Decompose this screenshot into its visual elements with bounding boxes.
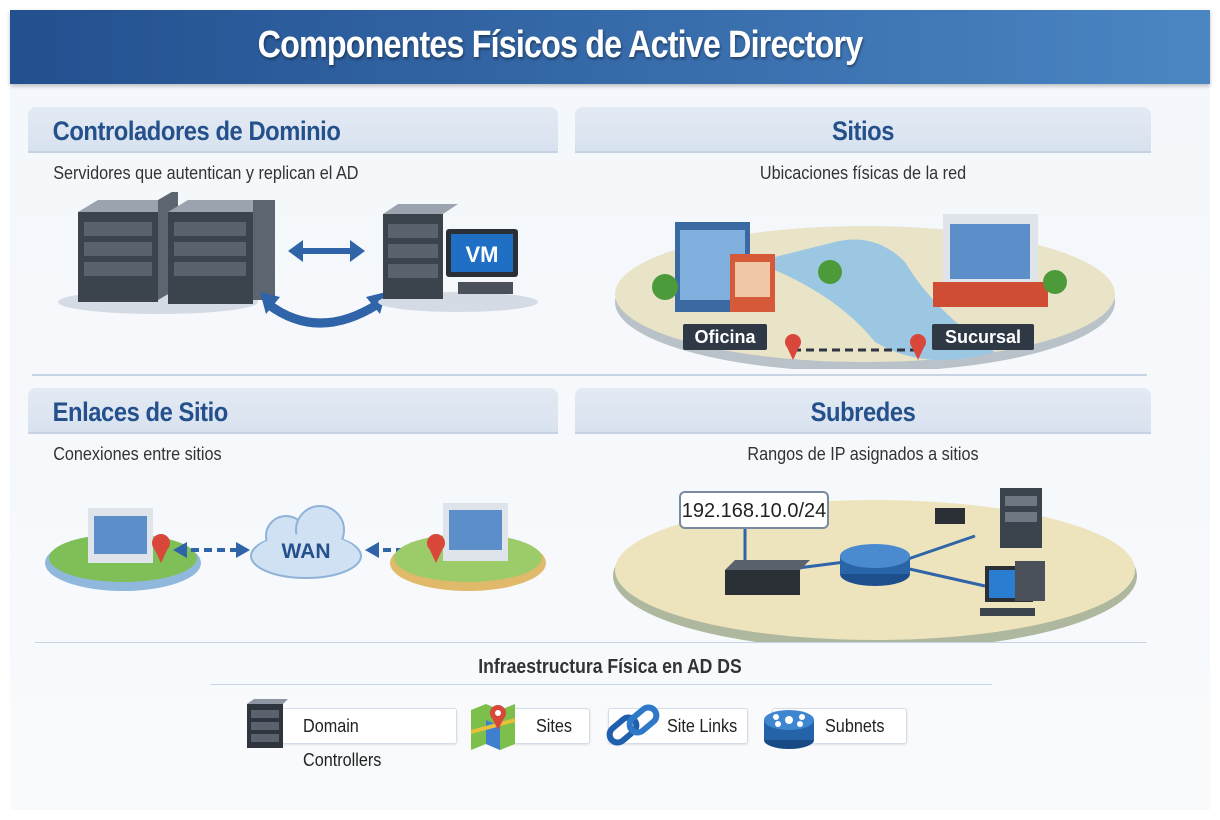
chain-link-icon: [606, 704, 660, 746]
ip-range-box: [679, 491, 829, 529]
server-icon: [78, 192, 178, 302]
branch-building-icon: [933, 214, 1048, 307]
card-subtitle: Servidores que autentican y replican el …: [53, 163, 359, 183]
vm-server-icon: [383, 204, 458, 299]
domain-controllers-illustration: VM: [58, 192, 538, 328]
card-title: Enlaces de Sitio: [52, 397, 229, 427]
sites-map-illustration: Oficina Sucursal: [615, 214, 1115, 369]
legend-item-domain-controllers: Domain Controllers: [272, 708, 457, 770]
site-links-illustration: WAN: [45, 503, 546, 591]
site-label-office: Oficina: [694, 327, 756, 347]
cloud-icon: [250, 505, 362, 579]
footer-title: Infraestructura Física en AD DS: [478, 656, 742, 678]
card-sites: Sitios Ubicaciones físicas de la red Ofi…: [575, 107, 1151, 369]
router-icon: [764, 710, 814, 749]
site-label-branch: Sucursal: [945, 327, 1021, 347]
map-pin-icon: [427, 534, 445, 563]
map-pin-icon: [152, 534, 170, 563]
monitor-icon: VM: [446, 229, 518, 294]
card-subtitle: Ubicaciones físicas de la red: [759, 163, 967, 183]
replication-arrows-icon: [260, 240, 386, 328]
card-title: Controladores de Dominio: [52, 116, 341, 146]
wan-label: WAN: [282, 540, 331, 563]
card-subtitle: Rangos de IP asignados a sitios: [747, 444, 979, 464]
divider: [32, 374, 1147, 376]
map-pin-icon: [470, 704, 516, 750]
building-icon: [88, 508, 153, 563]
building-icon: [443, 503, 508, 561]
title-banner: Componentes Físicos de Active Directory: [10, 10, 1210, 84]
card-title: Sitios: [831, 116, 895, 146]
tree-icon: [818, 260, 842, 284]
arrow-icon: [236, 542, 250, 558]
server-icon: [1000, 488, 1042, 548]
ip-range-label: 192.168.10.0/24: [682, 500, 827, 522]
card-site-links: Enlaces de Sitio Conexiones entre sitios…: [28, 388, 558, 643]
computer-icon: [980, 561, 1045, 616]
divider: [210, 684, 992, 685]
server-icon: [168, 200, 275, 304]
map-pin-icon: [785, 334, 926, 360]
card-domain-controllers: Controladores de Dominio Servidores que …: [28, 107, 558, 369]
office-building-icon: [675, 222, 775, 312]
legend-item-subnets: Subnets: [772, 708, 907, 744]
card-title: Subredes: [810, 397, 916, 427]
tree-icon: [652, 274, 678, 300]
router-icon: [840, 544, 910, 586]
vm-label: VM: [466, 242, 499, 267]
server-icon: [247, 699, 288, 748]
subnets-illustration: 192.168.10.0/24: [613, 488, 1137, 643]
page-title: Componentes Físicos de Active Directory: [257, 24, 864, 66]
card-subtitle: Conexiones entre sitios: [53, 444, 222, 464]
device-icon: [935, 508, 965, 524]
infographic: Componentes Físicos de Active Directory …: [10, 10, 1210, 810]
divider: [35, 642, 1147, 643]
card-subnets: Subredes Rangos de IP asignados a sitios…: [575, 388, 1151, 643]
tree-icon: [1043, 270, 1067, 294]
switch-icon: [725, 560, 810, 595]
